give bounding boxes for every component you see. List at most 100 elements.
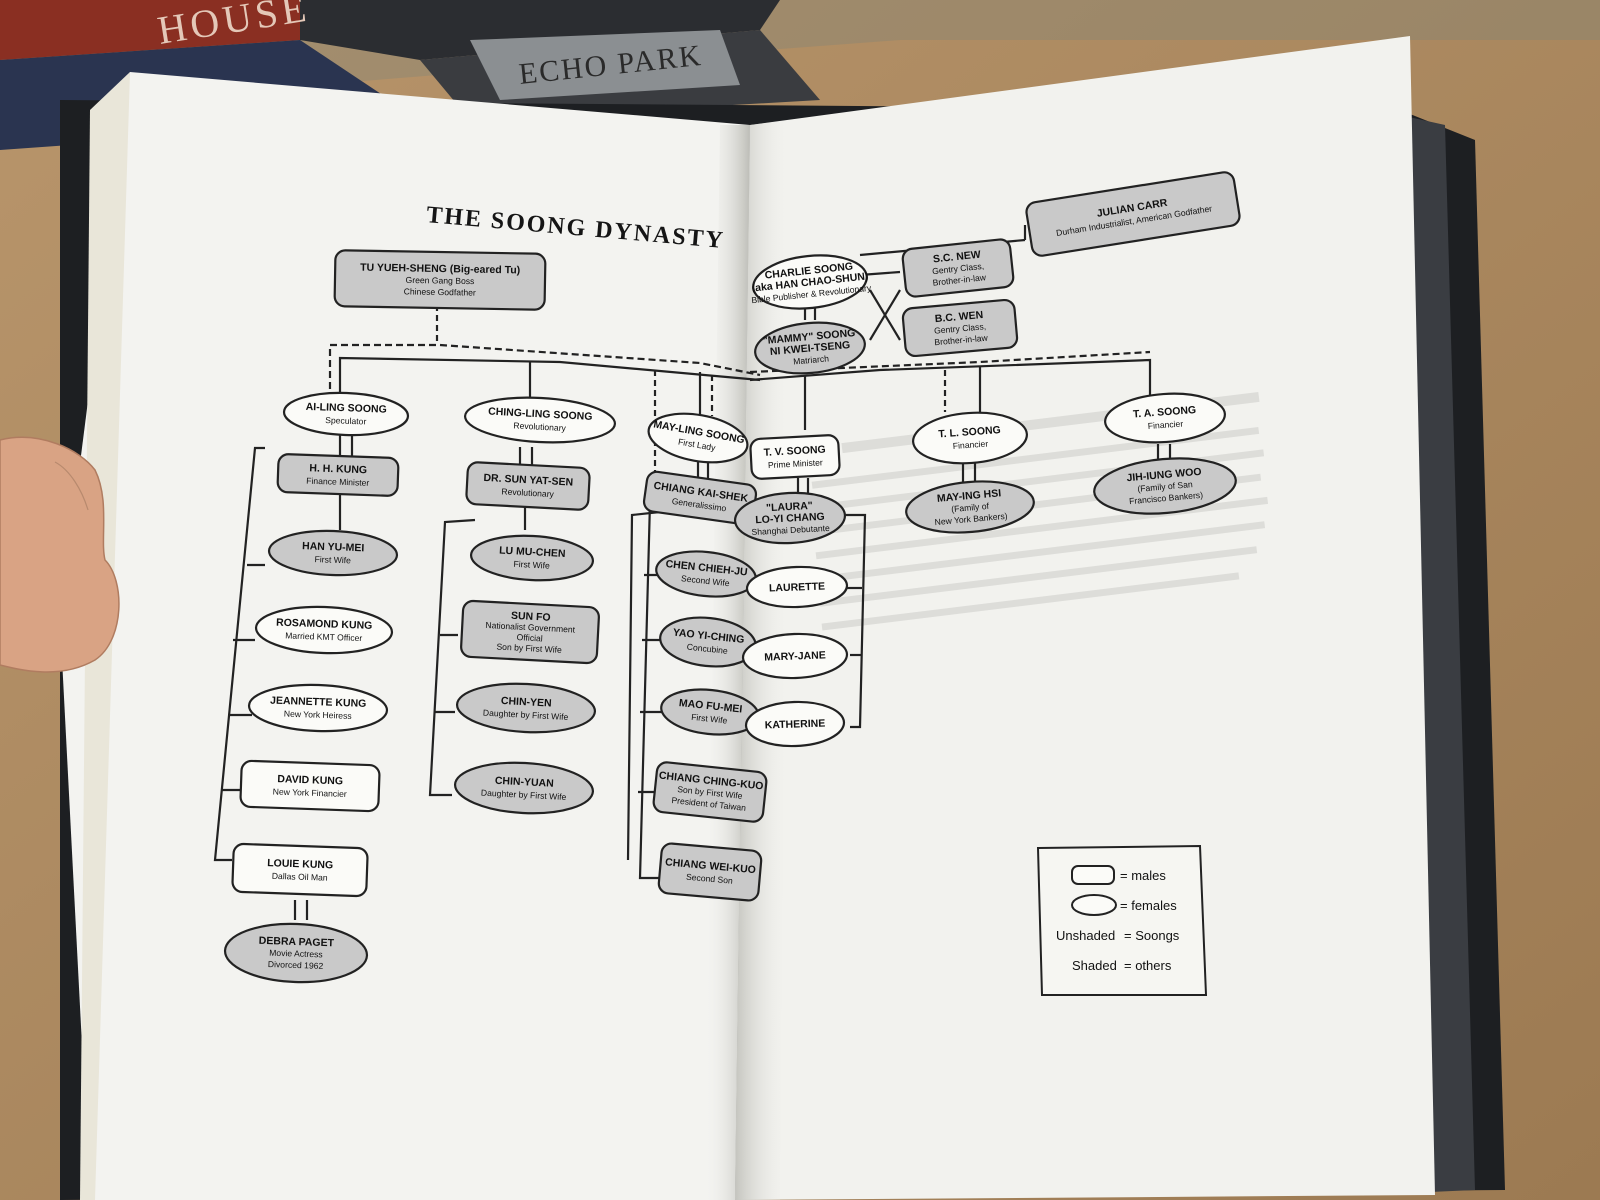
node-bcwen-box [901,298,1019,358]
node-chingling-oval [463,396,617,444]
node-bcwen-line-0: B.C. WEN [934,309,983,325]
node-jihiungwoo-line-1: (Family of San [1137,479,1193,494]
legend-males: = males [1120,868,1166,883]
node-laurette-oval [745,565,849,609]
node-tvsoong-line-1: Prime Minister [768,457,823,470]
node-tu-line-2: Chinese Godfather [404,286,476,297]
node-sunfo-line-0: SUN FO [511,610,551,624]
node-mammy-line-2: Matriarch [793,353,830,366]
node-maryjane: MARY-JANE [741,632,849,680]
node-tu-line-0: TU YUEH-SHENG (Big-eared Tu) [360,262,520,277]
node-laurette-line-0: LAURETTE [769,581,825,595]
node-rosamond-oval [254,605,394,655]
node-katherine: KATHERINE [744,700,846,748]
node-ailing-line-0: AI-LING SOONG [305,401,386,416]
node-sunfo-box [460,599,600,665]
node-sunyatsen-line-1: Revolutionary [501,486,555,499]
node-mayinghsi-oval [905,480,1035,534]
legend-shaded-label: Shaded [1072,958,1117,973]
legend-female-swatch [1071,894,1117,916]
legend-females: = females [1120,898,1177,913]
node-tlsoong-line-1: Financier [952,439,988,451]
node-sunyatsen-line-0: DR. SUN YAT-SEN [483,472,573,489]
node-mayling-oval [647,412,749,464]
node-ailing-oval [282,391,410,437]
node-tasoong-line-1: Financier [1147,419,1183,431]
nodes-layer: TU YUEH-SHENG (Big-eared Tu)Green Gang B… [223,171,1241,984]
node-hanyumei-line-0: HAN YU-MEI [302,540,365,554]
node-tvsoong-line-0: T. V. SOONG [763,444,826,459]
node-chinyen-line-0: CHIN-YEN [501,695,552,710]
node-katherine-line-0: KATHERINE [765,717,826,731]
node-hanyumei-oval [267,529,399,577]
node-yaoyiching-line-1: Concubine [686,642,728,656]
node-lumuchen-oval [469,534,595,582]
connector-lines [213,225,1172,920]
node-maryjane-oval [741,632,849,680]
node-louie-line-0: LOUIE KUNG [267,857,333,871]
node-laura-line-1: LO-YI CHANG [755,511,825,527]
node-tvsoong-box [749,434,841,480]
node-jeannette-oval [247,683,389,733]
node-weikuo-line-1: Second Son [686,872,734,886]
node-hhkung-line-0: H. H. KUNG [309,462,367,476]
node-tu: TU YUEH-SHENG (Big-eared Tu)Green Gang B… [333,249,547,311]
node-chingling-line-0: CHING-LING SOONG [488,406,593,423]
node-weikuo-box [657,842,763,902]
node-maryjane-line-0: MARY-JANE [764,649,826,663]
node-jeannette-line-0: JEANNETTE KUNG [270,695,367,710]
node-tu-line-1: Green Gang Boss [406,275,475,286]
node-tasoong-oval [1104,392,1226,444]
node-debra-oval [223,922,369,984]
node-louie-line-1: Dallas Oil Man [272,871,328,883]
node-bcwen-line-1: Gentry Class, [934,321,987,335]
node-mayinghsi-line-0: MAY-ING HSI [936,487,1001,505]
node-rosamond-line-0: ROSAMOND KUNG [276,617,373,632]
node-david-line-0: DAVID KUNG [277,773,343,787]
node-jeannette-line-1: New York Heiress [284,709,352,721]
node-david-box [239,759,381,813]
node-louie-box [231,842,369,898]
node-sunfo-line-3: Son by First Wife [496,642,562,655]
node-hhkung-box [276,453,400,497]
node-tlsoong-line-0: T. L. SOONG [938,424,1001,440]
node-chinyen-line-1: Daughter by First Wife [483,708,569,722]
node-juliancarr-box [1025,171,1241,257]
node-sunfo-line-1: Nationalist Government [485,620,576,635]
node-jihiungwoo-oval [1093,457,1237,515]
node-chinyuan-oval [453,761,595,815]
node-tu-box [333,249,547,311]
legend-male-swatch [1071,865,1115,885]
node-scnew-line-0: S.C. NEW [932,249,981,266]
node-hanyumei-line-1: First Wife [314,554,351,565]
node-charlie-oval [752,254,868,310]
node-sunfo-line-2: Official [516,632,543,643]
node-debra-line-2: Divorced 1962 [268,959,324,971]
node-scnew-box [901,238,1015,298]
node-tlsoong-oval [912,411,1028,465]
legend: = males = females Unshaded = Soongs Shad… [1036,844,1208,996]
node-debra-line-0: DEBRA PAGET [259,935,335,950]
node-mayinghsi-line-1: (Family of [951,501,990,514]
node-chingling-line-1: Revolutionary [513,420,567,433]
node-lumuchen-line-1: First Wife [513,559,550,571]
node-chinyuan-line-0: CHIN-YUAN [495,775,554,790]
node-tasoong-line-0: T. A. SOONG [1133,404,1197,420]
node-lumuchen-line-0: LU MU-CHEN [499,545,566,560]
